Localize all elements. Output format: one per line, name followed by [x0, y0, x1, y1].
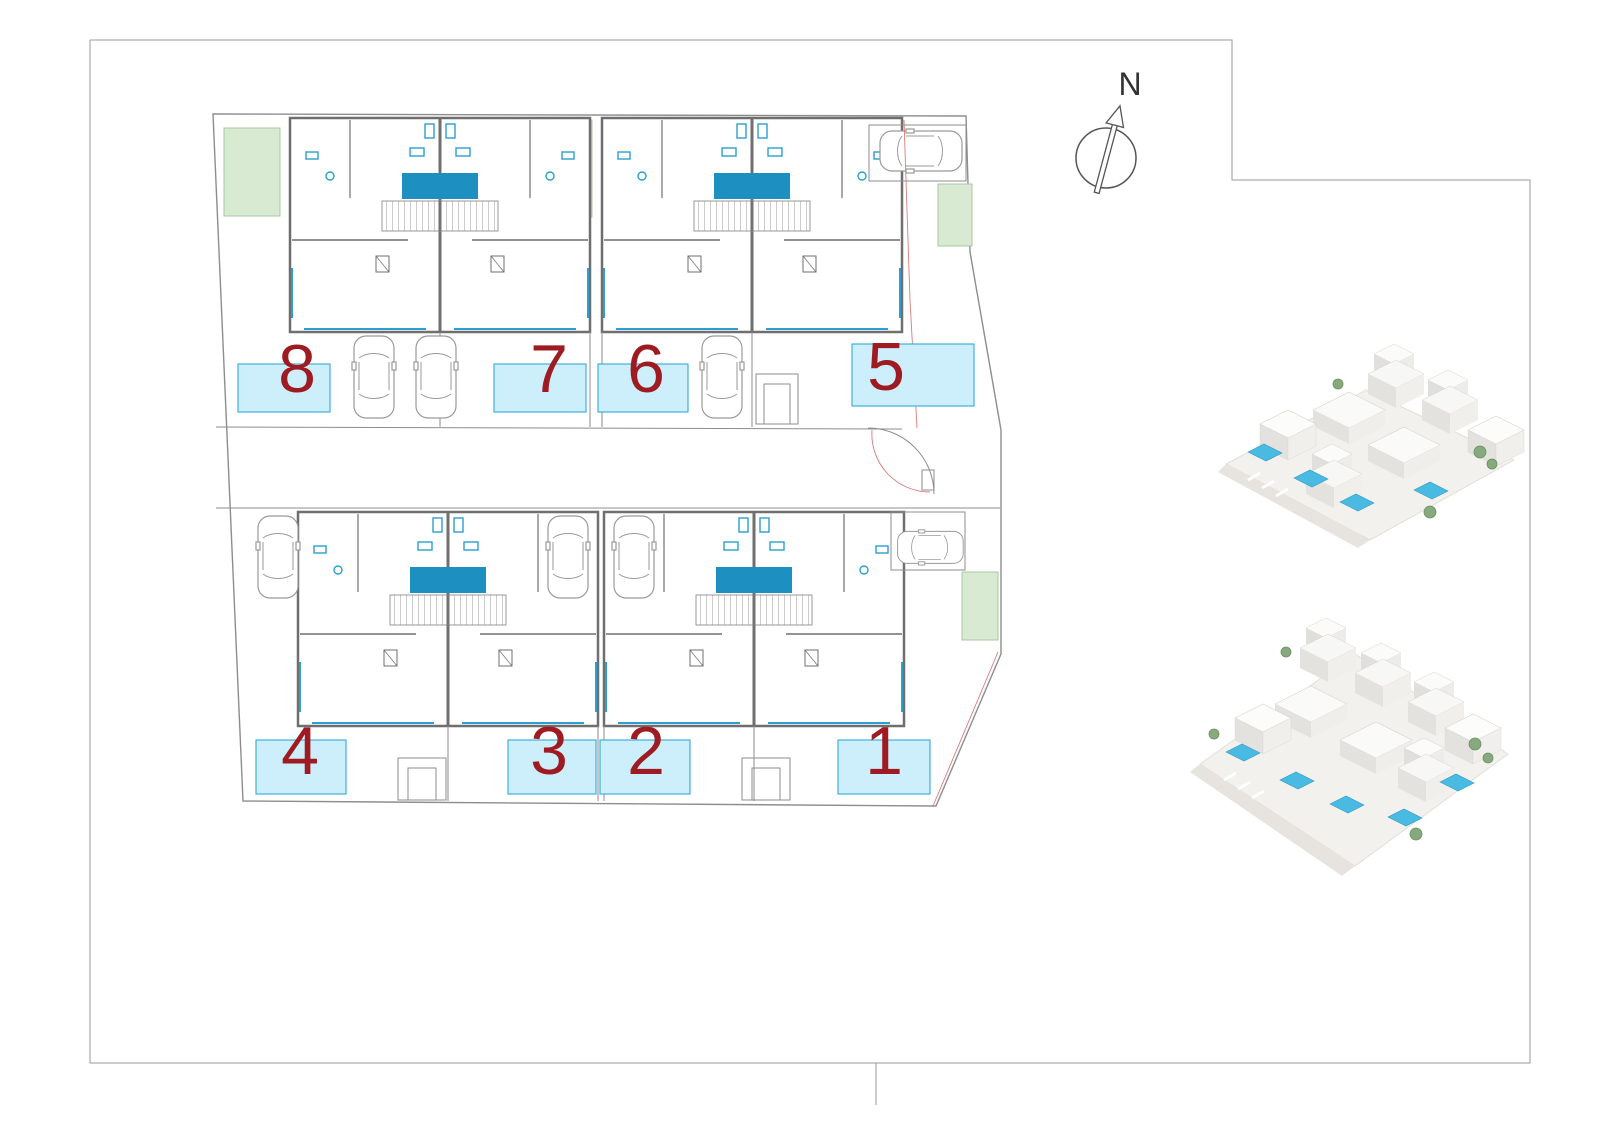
plot-number-2: 2 — [627, 713, 665, 789]
north-label: N — [1118, 66, 1141, 102]
plot-4: 4 — [255, 713, 347, 795]
pool-7 — [493, 363, 587, 413]
porches — [397, 373, 799, 801]
plot-number-3: 3 — [530, 713, 568, 789]
parking-bay — [868, 124, 967, 182]
site-plan: 8 7 6 5 4 3 2 — [212, 113, 1002, 807]
cars — [255, 124, 967, 599]
compass-circle-icon — [1075, 127, 1137, 189]
pool-6 — [597, 363, 689, 413]
pool-2 — [599, 739, 691, 795]
car-icon — [611, 515, 657, 599]
car-icon — [897, 529, 964, 566]
car-icon — [413, 335, 459, 419]
green-patch — [223, 127, 281, 217]
plot-number-5: 5 — [867, 329, 905, 405]
page-boundary — [89, 39, 1531, 1105]
pool-5 — [851, 343, 975, 407]
plot-number-4: 4 — [281, 713, 319, 789]
car-icon — [879, 128, 963, 174]
plot-7: 7 — [493, 331, 587, 413]
pool-8 — [237, 363, 331, 413]
car-icon — [255, 515, 301, 599]
plot-5: 5 — [851, 329, 975, 407]
north-arrow: N — [1075, 66, 1142, 195]
car-icon — [699, 335, 745, 419]
plot-number-7: 7 — [530, 331, 568, 407]
render-aerial-top — [1218, 343, 1525, 548]
plot-number-6: 6 — [627, 331, 665, 407]
car-icon — [351, 335, 397, 419]
compass-arrowhead-icon — [1104, 104, 1125, 129]
plot-number-1: 1 — [865, 713, 903, 789]
plots: 8 7 6 5 4 3 2 — [237, 329, 975, 795]
building-pair-6-5 — [600, 116, 904, 334]
green-patch — [961, 571, 999, 641]
green-patch — [937, 183, 973, 247]
car-icon — [545, 515, 591, 599]
pool-3 — [507, 739, 597, 795]
plot-2: 2 — [599, 713, 691, 795]
parking-bay — [890, 511, 966, 571]
plot-3: 3 — [507, 713, 597, 795]
plot-number-8: 8 — [278, 331, 316, 407]
pool-1 — [837, 739, 931, 795]
building-pair-8-7 — [288, 116, 592, 334]
plot-1: 1 — [837, 713, 931, 795]
plot-8: 8 — [237, 331, 331, 413]
pool-4 — [255, 739, 347, 795]
compass-shaft-icon — [1093, 121, 1119, 195]
access-road — [215, 426, 1000, 509]
plot-6: 6 — [597, 331, 689, 413]
render-aerial-bottom — [1190, 617, 1509, 876]
